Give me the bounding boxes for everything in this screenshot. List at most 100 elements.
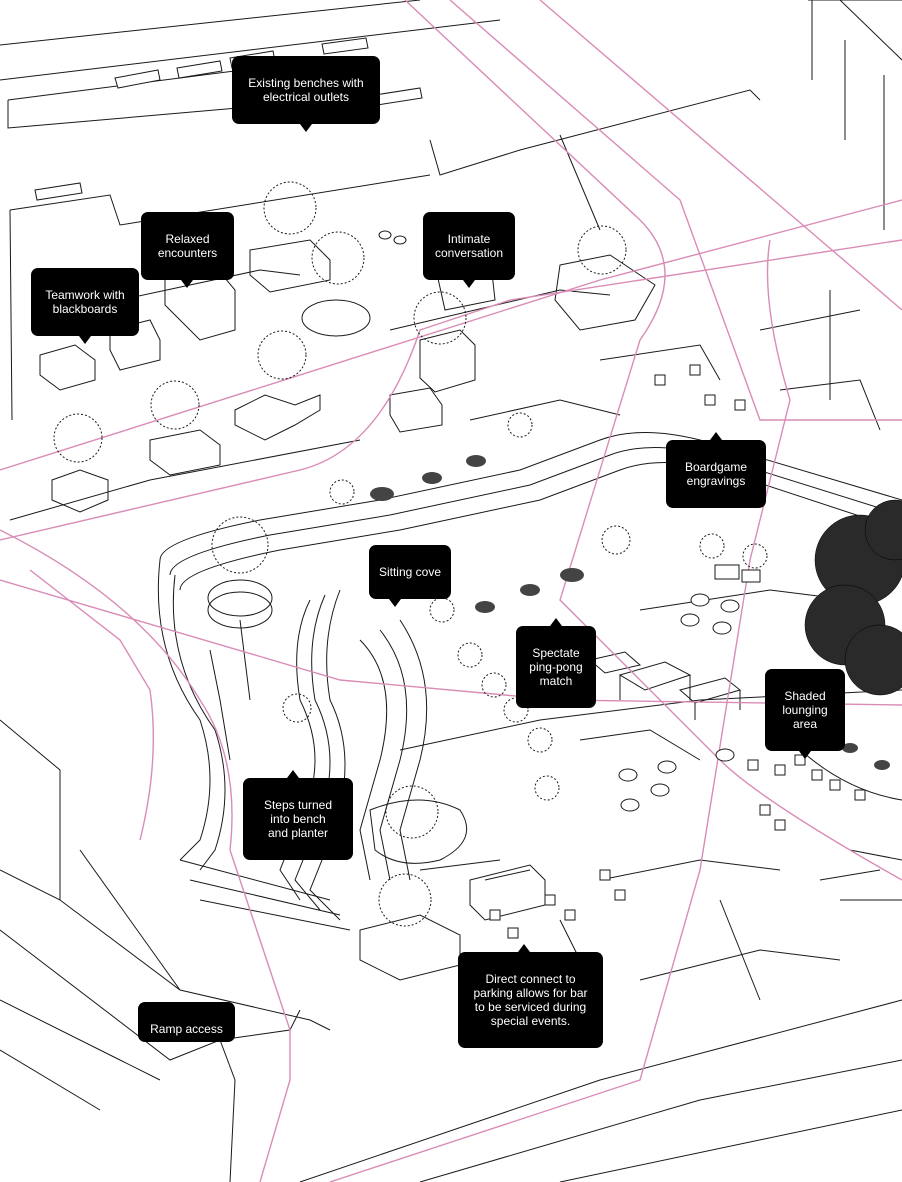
- terrace-curve: [157, 559, 211, 861]
- callout-existing-benches: Existing benches with electrical outlets: [232, 56, 380, 132]
- callout-sitting-cove: Sitting cove: [369, 545, 451, 607]
- stool: [657, 760, 677, 774]
- street-edge: [0, 0, 501, 129]
- stool: [620, 798, 640, 812]
- callout-spectate-ping-pong: Spectate ping-pong match: [516, 618, 596, 708]
- stool: [393, 235, 407, 245]
- plaza-edge: [9, 209, 361, 521]
- circuit-path: [119, 269, 861, 421]
- circular-seating: [369, 799, 468, 864]
- tree-canopy: [378, 873, 432, 927]
- cube-seat: [654, 374, 666, 386]
- shrub: [842, 743, 858, 753]
- callout-boardgame-engravings: Boardgame engravings: [666, 432, 766, 508]
- callout-text: Spectate ping-pong match: [529, 646, 583, 688]
- callout-intimate-conversation: Intimate conversation: [423, 212, 515, 288]
- stool: [680, 613, 700, 627]
- stool: [690, 593, 710, 607]
- street-lines-bottom: [299, 999, 902, 1182]
- tree-canopy: [257, 330, 307, 380]
- shrub: [466, 455, 486, 467]
- building-top-right: [808, 0, 902, 230]
- route-line: [0, 579, 902, 706]
- building-ramp: [0, 719, 331, 1182]
- callout-parking-connection: Direct connect to parking allows for bar…: [458, 944, 603, 1048]
- callout-text: Relaxed encounters: [157, 232, 218, 260]
- tree-canopy: [311, 231, 365, 285]
- terrace-curve: [379, 629, 408, 881]
- callout-text: Boardgame engravings: [684, 460, 748, 488]
- round-planter: [301, 299, 371, 337]
- tri-bench: [234, 394, 321, 441]
- tall-planter: [419, 329, 476, 393]
- bench: [321, 37, 369, 55]
- tree-canopy: [699, 533, 725, 559]
- shrub: [475, 601, 495, 613]
- shrub: [370, 487, 394, 501]
- cube-seat: [747, 759, 759, 771]
- circuit-path-2: [579, 290, 881, 981]
- cube-seats: [489, 364, 866, 939]
- tree-canopy: [385, 785, 439, 839]
- blackboard-tables: [39, 319, 161, 391]
- tree-canopies: [53, 181, 768, 927]
- tree-canopy: [53, 413, 103, 463]
- cube-seats: [389, 387, 443, 433]
- bench: [374, 87, 423, 106]
- shade-tree-cluster: [804, 499, 902, 696]
- callout-text: Direct connect to parking allows for bar…: [473, 972, 588, 1028]
- cube-seat: [544, 894, 556, 906]
- tree-canopy: [457, 642, 483, 668]
- shrubs: [370, 455, 890, 770]
- tree-canopy: [282, 693, 312, 723]
- tree-canopy: [742, 543, 768, 569]
- callout-teamwork-blackboards: Teamwork with blackboards: [31, 268, 139, 344]
- stool: [378, 230, 392, 240]
- cube-seat: [689, 364, 701, 376]
- tree-canopy: [211, 516, 269, 574]
- terrace-curve: [359, 639, 388, 881]
- callout-text: Teamwork with blackboards: [45, 288, 125, 316]
- callout-text: Shaded lounging area: [782, 689, 828, 731]
- route-line: [404, 0, 902, 881]
- bar-counter: [469, 864, 546, 921]
- shrub: [520, 584, 540, 596]
- shrub: [874, 760, 890, 770]
- terrace-step: [169, 447, 902, 576]
- stool: [618, 768, 638, 782]
- bench-seat: [714, 564, 740, 580]
- tree-canopy: [150, 380, 200, 430]
- cube-seat: [759, 804, 771, 816]
- route-line: [329, 239, 791, 1182]
- callout-text: Ramp access: [150, 1022, 223, 1036]
- callout-relaxed-encounters: Relaxed encounters: [141, 212, 234, 288]
- callout-steps-bench-planter: Steps turned into bench and planter: [243, 770, 353, 860]
- route-line: [0, 529, 291, 1182]
- tree-canopy: [429, 597, 455, 623]
- stool: [715, 748, 735, 762]
- tree-canopy: [601, 525, 631, 555]
- boardgame-platform: [554, 254, 656, 331]
- bench: [114, 69, 161, 89]
- round-planter-2: [207, 579, 273, 617]
- callout-text: Sitting cove: [378, 565, 442, 579]
- cube-seat: [614, 889, 626, 901]
- cube-seat: [829, 779, 841, 791]
- grid-planter: [249, 239, 331, 293]
- curb-line-3: [559, 134, 601, 231]
- stepped-planter: [359, 914, 461, 981]
- cube-seat: [774, 819, 786, 831]
- cube-seat: [811, 769, 823, 781]
- callout-ramp-access: Ramp access: [138, 1002, 235, 1042]
- stool: [720, 599, 740, 613]
- curb-line-2: [9, 174, 431, 226]
- tree-canopy: [534, 775, 560, 801]
- route-line: [0, 199, 902, 471]
- shade-tree: [864, 499, 902, 561]
- stool: [650, 783, 670, 797]
- bench: [34, 182, 83, 201]
- tree-canopy: [263, 181, 317, 235]
- hex-planter: [51, 469, 109, 513]
